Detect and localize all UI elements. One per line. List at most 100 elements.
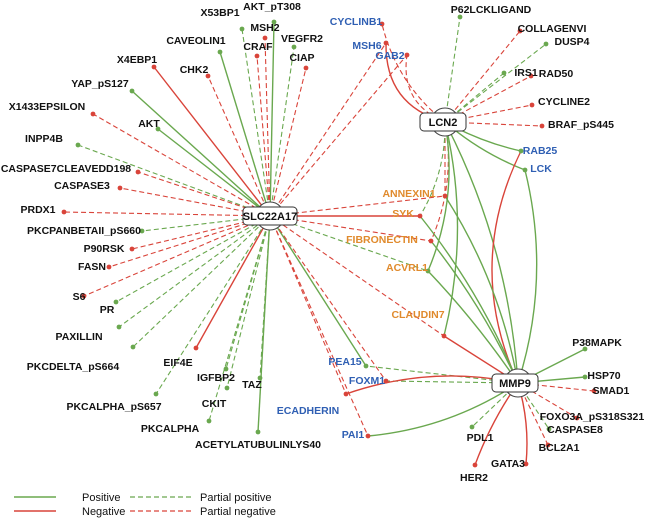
node-label-ecadherin: ECADHERIN [277,405,339,417]
node-dot-bcl2a1 [545,442,551,448]
node-dot-syk [417,213,423,219]
edge-lcn-collagenvi [444,30,521,123]
node-dot-prdx1 [61,209,67,215]
node-label-collagenvi: COLLAGENVI [518,23,587,35]
node-dot-caspase3 [117,185,123,191]
node-dot-pea15 [363,363,369,369]
edge-mmp-fibronectin [430,240,519,384]
node-dot-vegfr2 [291,44,297,50]
node-label-pkcpanbetaii_ps660: PKCPANBETAII_pS660 [27,225,141,237]
edge-slc-caveolin1 [219,51,271,217]
edge-lcn-claudin7 [443,121,459,337]
node-label-pkcalpha: PKCALPHA [141,423,200,435]
node-label-rab25: RAB25 [523,145,558,157]
edge-slc-msh2 [264,37,271,217]
edge-slc-acvrl1 [269,215,429,272]
node-label-inpp4b: INPP4B [25,133,63,145]
node-label-craf: CRAF [243,41,273,53]
node-dot-pkcdelta_ps664 [130,344,136,350]
node-dot-annexin1 [442,193,448,199]
node-dot-gata3 [523,461,529,467]
edge-slc-akt [157,128,271,217]
node-dot-p90rsk [129,246,135,252]
edge-slc-yap_ps127 [131,90,271,217]
node-dot-akt [155,126,161,132]
node-label-braf_ps445: BRAF_pS445 [548,119,614,131]
node-dot-ciap [303,65,309,71]
edge-slc-msh6 [269,42,387,217]
hub-label-slc22a17: SLC22A17 [243,211,297,223]
node-label-yap_ps127: YAP_pS127 [71,78,129,90]
node-label-pr: PR [100,304,115,316]
node-label-akt: AKT [138,118,160,130]
node-label-caspase7cleavedd198: CASPASE7CLEAVEDD198 [1,163,131,175]
node-dot-eif4e [193,345,199,351]
edge-slc-prdx1 [63,211,271,217]
edge-lcn-syk [419,121,446,217]
node-dot-dusp4 [543,41,549,47]
edge-slc-inpp4b [77,144,271,217]
node-label-taz: TAZ [242,379,262,391]
node-label-syk: SYK [392,208,414,220]
edge-mmp-rab25 [491,150,522,384]
node-dot-rab25 [518,148,524,154]
legend-partial-positive-label: Partial positive [200,492,272,504]
edge-slc-pea15 [269,215,367,367]
node-dot-gab2 [404,52,410,58]
node-dot-akt_pt308 [271,19,277,25]
edge-slc-akt_pt308 [269,21,275,217]
node-dot-ecadherin [343,391,349,397]
edge-slc-paxillin [118,215,271,328]
node-dot-igfbp2 [223,366,229,372]
node-label-vegfr2: VEGFR2 [281,33,323,45]
node-dot-pai1 [365,433,371,439]
node-dot-claudin7 [441,333,447,339]
node-dot-caspase8 [546,426,552,432]
node-dot-lck [522,167,528,173]
edge-lcn-fibronectin [430,121,449,242]
node-label-fibronectin: FIBRONECTIN [346,234,418,246]
node-dot-caspase7cleavedd198 [135,169,141,175]
node-dot-caveolin1 [217,49,223,55]
node-label-her2: HER2 [460,472,488,484]
node-label-ciap: CIAP [289,52,314,64]
edge-slc-eif4e [195,215,271,349]
edge-slc-caspase7cleavedd198 [137,171,271,217]
hub-label-mmp9: MMP9 [499,378,531,390]
legend-partial-negative-label: Partial negative [200,506,276,518]
node-dot-ckit [224,385,230,391]
edge-lcn-cycline2 [444,104,533,123]
edge-slc-claudin7 [269,215,445,337]
node-label-gab2: GAB2 [375,50,404,62]
node-label-ckit: CKIT [202,398,227,410]
edge-slc-acetylatubulinlys40 [257,215,271,433]
edge-slc-x4ebp1 [153,66,271,217]
node-dot-taz [257,375,263,381]
node-dot-acvrl1 [425,268,431,274]
node-dot-chk2 [205,73,211,79]
edge-mmp-pai1 [367,382,519,437]
legend: Positive Negative Partial positive Parti… [14,492,276,518]
node-dot-acetylatubulinlys40 [255,429,261,435]
node-dot-pr [113,299,119,305]
node-dot-craf [254,53,260,59]
hub-slc22a17: SLC22A17 [242,201,298,231]
edge-slc-pai1 [269,215,369,437]
legend-negative-label: Negative [82,506,125,518]
node-dot-cyclinb1 [379,21,385,27]
edge-slc-pkcpanbetaii_ps660 [141,215,271,232]
node-label-fasn: FASN [78,261,106,273]
node-label-p38mapk: P38MAPK [572,337,622,349]
edge-slc-pkcalpha [208,215,271,422]
node-label-pea15: PEA15 [328,356,361,368]
node-label-caspase3: CASPASE3 [54,180,110,192]
edge-lcn-dusp4 [444,43,547,123]
node-label-eif4e: EIF4E [163,357,192,369]
node-label-x4ebp1: X4EBP1 [117,54,157,66]
node-label-chk2: CHK2 [180,64,209,76]
node-dot-braf_ps445 [539,123,545,129]
node-label-caspase8: CASPASE8 [547,424,603,436]
node-dot-pkcalpha [206,418,212,424]
